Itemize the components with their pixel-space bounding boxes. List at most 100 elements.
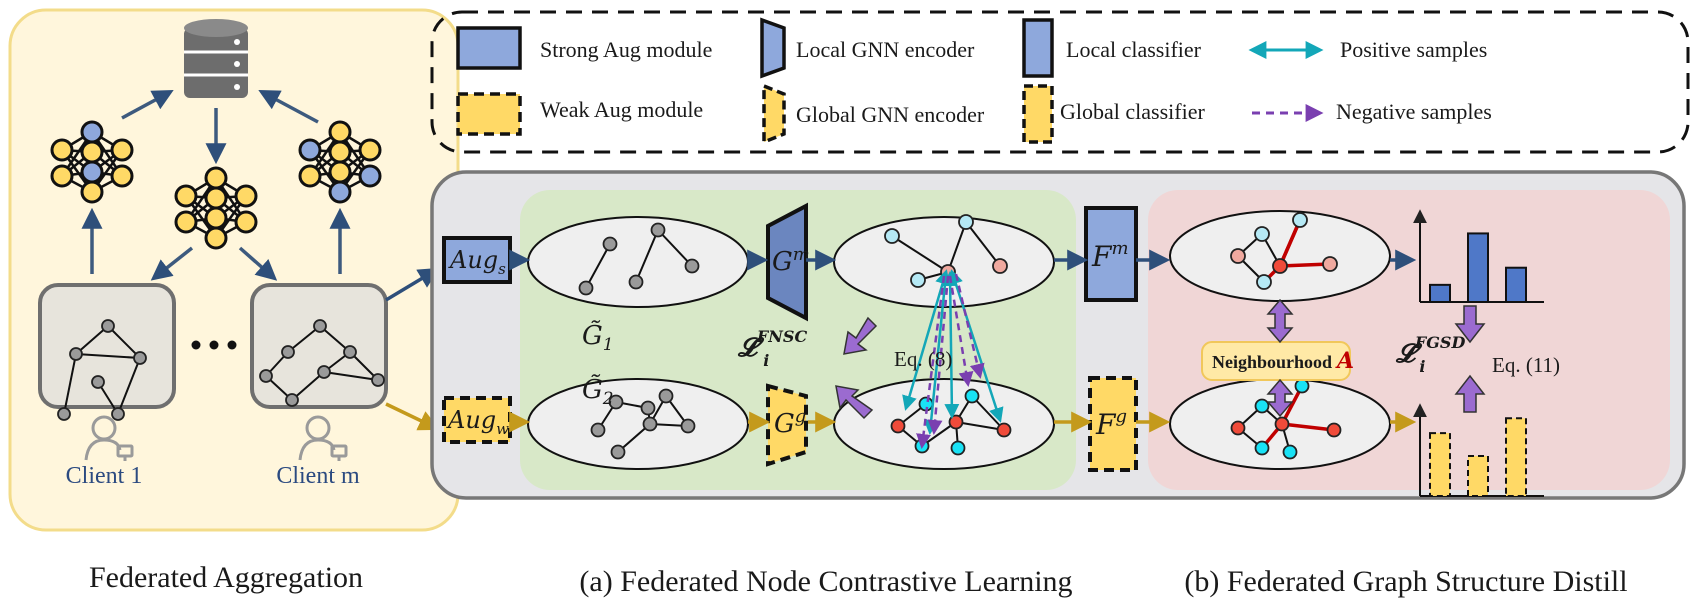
graph-node [91,375,105,389]
graph-node [1322,256,1338,272]
graph-node [133,351,147,365]
graph-node [57,407,71,421]
global-model-icon [174,166,258,250]
legend-local-classifier-swatch [1022,18,1054,78]
model-neuron [110,138,134,162]
graph-node [950,440,966,456]
model-neuron [328,180,352,204]
model-neuron [80,140,104,164]
graph-node [1326,422,1342,438]
neighbourhood-arrows [1266,298,1294,418]
model-neuron [80,160,104,184]
model-neuron [204,186,228,210]
distill-top-ellipse [1169,210,1391,302]
global-classifier [1088,376,1138,472]
model-neuron [234,210,258,234]
graph-node [610,444,626,460]
graph-node [101,319,115,333]
graph-node [890,418,906,434]
legend-strong-aug-label: Strong Aug module [540,37,712,62]
loss-arrows-fgsd [1454,305,1486,413]
graph-node [948,414,964,430]
loss-fnsc-equation: Eq. (8) [894,347,952,371]
global-gnn-label: Gg [774,406,806,439]
loss-fgsd-equation: Eq. (11) [1492,353,1560,377]
graph-node [996,422,1012,438]
graph-node [69,347,83,361]
model-neuron [174,210,198,234]
server-database-icon [184,19,248,98]
graph-node [684,258,700,274]
model-neuron [328,160,352,184]
local-classifier [1084,206,1138,302]
model-neuron [328,140,352,164]
graph-node [650,222,666,238]
client-m-box [250,283,388,409]
caption-structure-distill: (b) Federated Graph Structure Distill [1184,565,1627,598]
aug-strong-label: Augs [448,246,506,278]
view-2-ellipse [527,378,749,470]
legend-negative-label: Negative samples [1336,99,1492,124]
graph-node [964,388,980,404]
legend-local-gnn-swatch [760,17,786,79]
model-neuron [358,164,382,188]
global-prediction-chart [1413,403,1544,497]
graph-node [281,345,295,359]
caption-contrastive-learning: (a) Federated Node Contrastive Learning [579,565,1072,598]
chart-bar [1429,432,1451,497]
graph-node [1230,248,1246,264]
graph-node [1256,274,1272,290]
loss-arrows-fnsc [835,316,878,420]
legend-local-gnn-label: Local GNN encoder [796,37,975,62]
global-gnn-encoder [766,383,808,467]
client-1-user-icon [84,415,134,461]
strong-branch-arrow [385,267,440,302]
legend-global-classifier-swatch [1022,84,1054,144]
positive-sample-arrows [902,269,1004,435]
model-neuron [358,138,382,162]
model-neuron [50,164,74,188]
legend-local-classifier-label: Local classifier [1066,37,1202,62]
model-neuron [174,184,198,208]
legend-strong-aug-swatch [456,26,522,70]
client-1-label: Client 1 [66,463,143,489]
chart-bar [1505,266,1527,304]
aug-weak-module [442,396,512,444]
model-neuron [298,164,322,188]
chart-bar [1505,417,1527,497]
global-classifier-label: Fg [1095,406,1127,441]
model-neuron [80,180,104,204]
model-neuron [328,120,352,144]
legend-positive-label: Positive samples [1340,37,1487,62]
local-prediction-chart [1413,209,1544,304]
model-neuron [298,138,322,162]
view-1-label: G̃1 [582,320,614,355]
ellipsis-dots [191,340,237,350]
client-1-box [38,283,176,409]
graph-node [285,393,299,407]
model-neuron [110,164,134,188]
weak-branch-arrow [385,402,440,431]
graph-node [313,319,327,333]
aggregation-arrows [81,89,351,281]
graph-node [259,369,273,383]
graph-node [628,274,644,290]
client-m-graph [259,319,385,407]
local-gnn-encoder [766,202,808,322]
client-m-user-icon [298,415,348,461]
graph-node [1274,416,1290,432]
negative-sample-arrows [916,273,985,449]
local-gnn-label: Gm [772,244,810,277]
neighbourhood-box [1201,341,1351,381]
client-m-label: Client m [276,463,360,489]
graph-node [642,416,658,432]
caption-federated-aggregation: Federated Aggregation [89,561,363,594]
graph-node [1282,444,1298,460]
graph-node [1230,420,1246,436]
view-1-ellipse [527,216,749,308]
federated-aggregation-panel: Client 1 Client m [8,8,460,532]
graph-node [343,345,357,359]
model-neuron [204,166,228,190]
